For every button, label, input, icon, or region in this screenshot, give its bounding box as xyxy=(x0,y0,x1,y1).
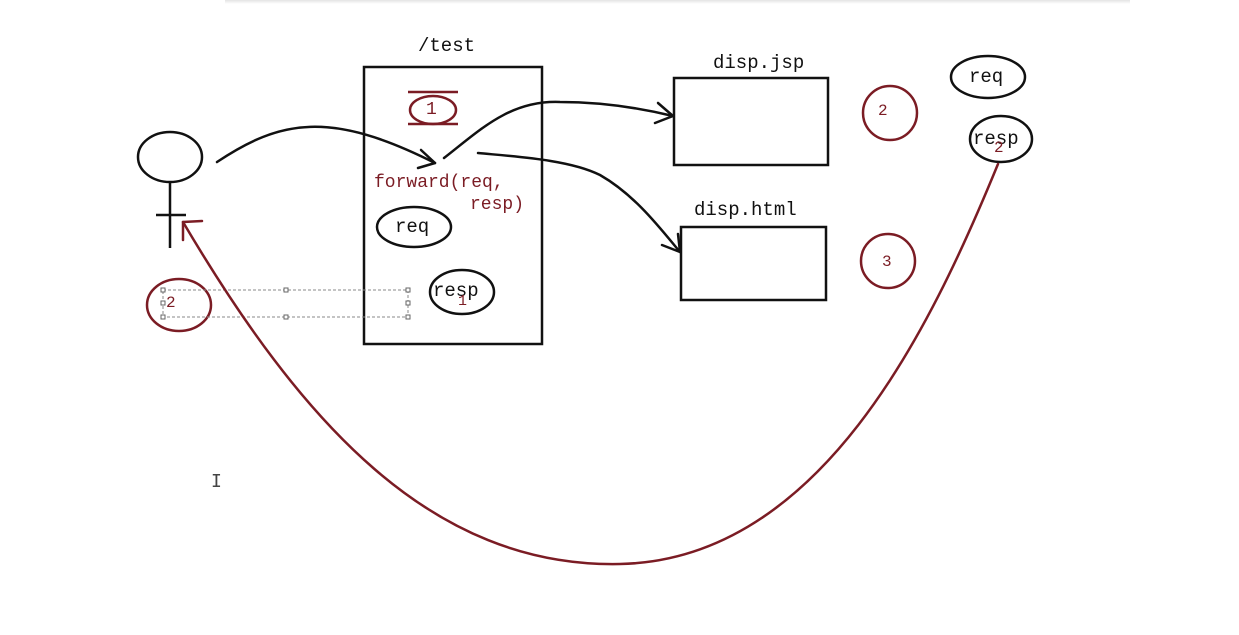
req-oval xyxy=(375,205,453,249)
user-step-label[interactable]: 2 xyxy=(166,294,176,312)
disp-html-box xyxy=(679,225,828,302)
right-req-oval xyxy=(949,54,1027,100)
right-resp-oval xyxy=(968,114,1034,164)
step-2-label: 2 xyxy=(878,102,888,120)
step-3-label: 3 xyxy=(882,253,892,271)
forward-jsp-arrow xyxy=(442,100,675,160)
forward-html-arrow xyxy=(476,151,682,254)
resp-oval xyxy=(428,268,496,316)
text-cursor-icon: I xyxy=(211,471,222,492)
disp-html-label: disp.html xyxy=(694,199,797,221)
servlet-box xyxy=(362,65,544,346)
servlet-label: /test xyxy=(418,35,476,57)
step-3-circle xyxy=(859,232,917,290)
request-arrowhead xyxy=(416,148,437,170)
resp-overlay-digit: 1 xyxy=(458,293,468,310)
step-2-circle xyxy=(861,84,919,142)
toolbar-shadow xyxy=(225,0,1130,4)
right-resp-label: resp xyxy=(973,128,1019,150)
forward-jsp-arrowhead xyxy=(653,101,675,125)
disp-jsp-box xyxy=(672,76,830,167)
req-label: req xyxy=(395,216,430,238)
response-arrowhead xyxy=(181,219,204,242)
user-step-circle xyxy=(145,277,213,333)
forward-call-line2: resp) xyxy=(470,195,525,215)
text-selection-box[interactable] xyxy=(160,287,411,320)
forward-html-arrowhead xyxy=(660,232,682,254)
step-1-marker xyxy=(408,90,458,126)
response-arrow xyxy=(181,162,1000,566)
stick-figure-icon xyxy=(136,130,204,248)
right-req-label: req xyxy=(969,66,1004,88)
resp-label: resp xyxy=(433,280,479,302)
request-arrow xyxy=(215,125,437,165)
forward-call-line1: forward(req, xyxy=(374,173,504,193)
disp-jsp-label: disp.jsp xyxy=(713,52,805,74)
right-resp-overlay-digit: 2 xyxy=(994,139,1004,157)
step-1-label: 1 xyxy=(426,100,437,120)
